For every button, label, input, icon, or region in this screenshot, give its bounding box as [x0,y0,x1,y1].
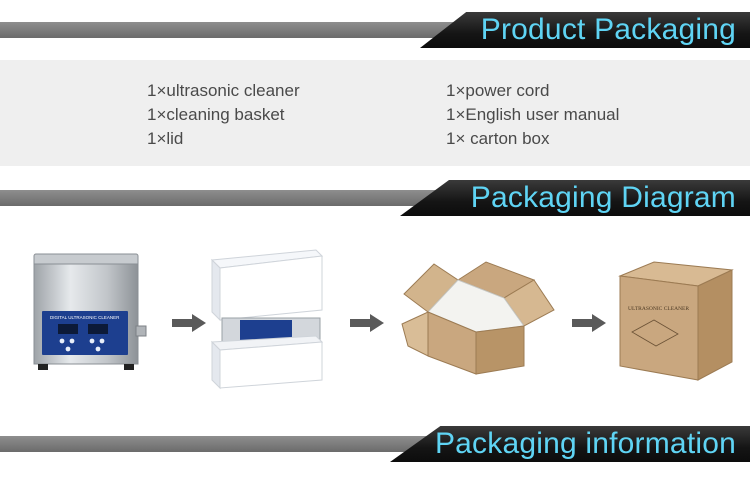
packaging-diagram-title: Packaging Diagram [470,181,736,214]
package-contents-left-list: 1×ultrasonic cleaner 1×cleaning basket 1… [147,79,300,151]
banner-dark-wedge [420,12,750,48]
packaging-diagram-banner: Packaging Diagram [0,180,750,216]
package-item: 1×cleaning basket [147,105,285,124]
open-carton-image [401,261,555,375]
cleaner-panel-label: DIGITAL ULTRASONIC CLEANER [50,315,120,320]
banner-dark-wedge [390,426,750,462]
banner-dark-wedge [400,180,750,216]
product-packaging-banner: Product Packaging [0,12,750,48]
packaging-information-title: Packaging information [434,427,736,460]
sealed-carton-image: ULTRASONIC CLEANER [618,261,734,381]
foam-packed-cleaner-image [210,249,324,390]
right-arrow-icon [572,314,606,332]
package-item: 1×ultrasonic cleaner [147,81,300,100]
product-packaging-title: Product Packaging [480,13,736,46]
package-item: 1×lid [147,129,184,148]
packaging-information-banner: Packaging information [0,426,750,462]
ultrasonic-cleaner-image: DIGITAL ULTRASONIC CLEANER [33,253,147,370]
packaging-diagram: DIGITAL ULTRASONIC CLEANER [0,230,750,400]
carton-label: ULTRASONIC CLEANER [628,306,689,312]
right-arrow-icon [350,314,384,332]
package-item: 1× carton box [446,129,550,148]
package-item: 1×English user manual [446,105,620,124]
package-item: 1×power cord [446,81,550,100]
right-arrow-icon [172,314,206,332]
package-contents-panel: 1×ultrasonic cleaner 1×cleaning basket 1… [0,60,750,166]
package-contents-right-list: 1×power cord 1×English user manual 1× ca… [446,79,619,151]
